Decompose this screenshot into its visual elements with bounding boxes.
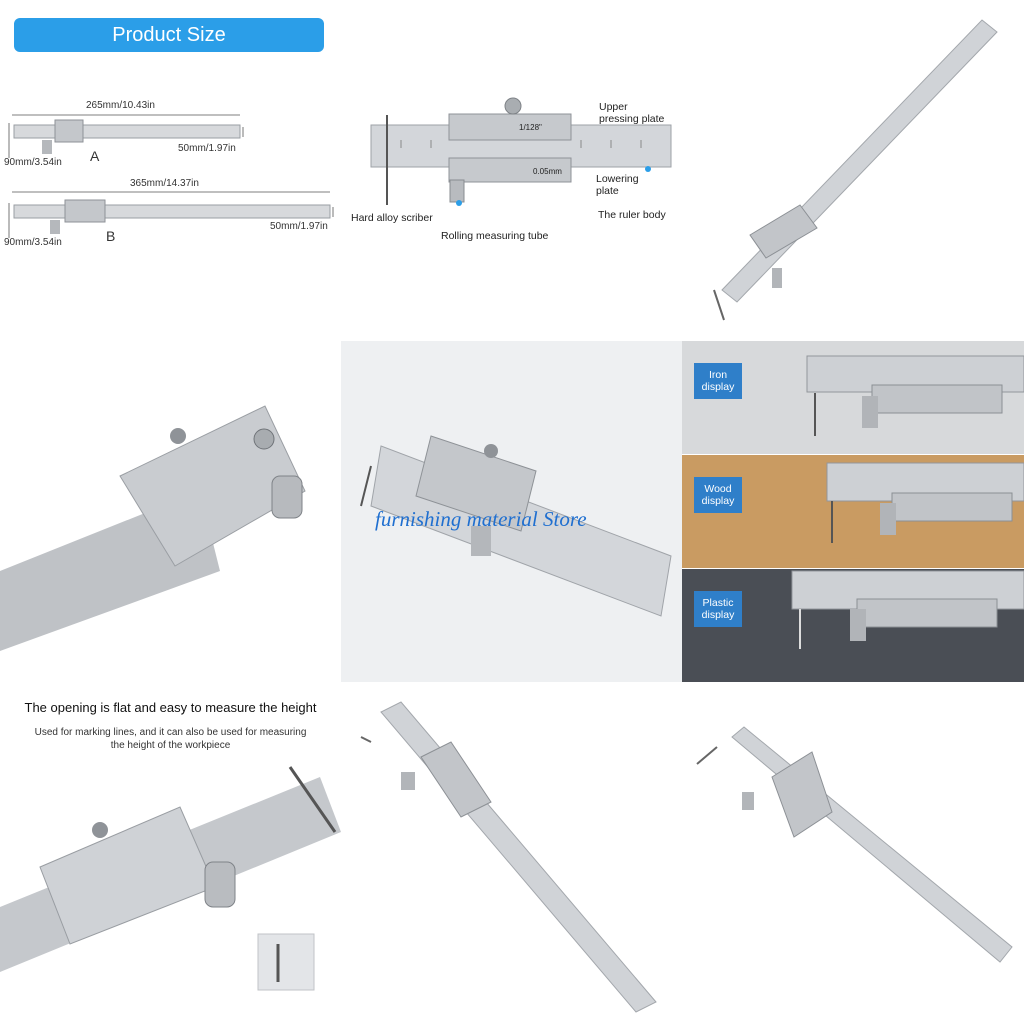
model-b-height: 90mm/3.54in — [4, 237, 62, 248]
lower-scale-mark: 0.05mm — [533, 167, 562, 176]
plastic-display-panel: Plastic display — [682, 569, 1024, 682]
iron-display-panel: Iron display — [682, 341, 1024, 454]
height-measure-image — [0, 766, 341, 991]
upper-plate-callout: Upper pressing plate — [599, 101, 665, 125]
model-a-letter: A — [90, 148, 100, 164]
scale-closeup-photo: furnishing material Store — [341, 341, 682, 682]
caliper-photo-tilted — [341, 682, 682, 1024]
store-watermark: furnishing material Store — [375, 507, 587, 531]
wood-display-tag: Wood display — [694, 477, 742, 513]
caliper-photo-image — [713, 19, 998, 321]
model-b-length: 365mm/14.37in — [130, 178, 199, 189]
product-size-tile: Product Size 265mm/10.43in 90mm/3.54in 5… — [0, 0, 341, 341]
iron-display-tag: Iron display — [694, 363, 742, 399]
size-diagram — [8, 114, 334, 238]
plastic-display-tag: Plastic display — [694, 591, 742, 627]
caliper-diagonal-2-image — [696, 726, 1013, 963]
height-measure-tile: The opening is flat and easy to measure … — [0, 682, 341, 1024]
display-comparison-tile: Iron display Wood display Plastic displa… — [682, 341, 1024, 682]
ruler-body-callout: The ruler body — [598, 209, 666, 221]
model-b-letter: B — [106, 228, 116, 244]
lower-plate-callout: Lowering plate — [596, 173, 639, 197]
parts-diagram-tile: 1/128" 0.05mm Upper pressing plate Lower… — [341, 0, 682, 341]
model-a-height: 90mm/3.54in — [4, 157, 62, 168]
caliper-parts-illustration — [370, 97, 672, 206]
scriber-callout: Hard alloy scriber — [351, 212, 433, 224]
upper-scale-mark: 1/128" — [519, 123, 542, 132]
height-panel-subtitle: Used for marking lines, and it can also … — [34, 727, 307, 751]
model-b-width: 50mm/1.97in — [270, 221, 328, 232]
slider-closeup-image — [0, 405, 306, 651]
tube-callout: Rolling measuring tube — [441, 230, 549, 242]
height-panel-title: The opening is flat and easy to measure … — [24, 700, 317, 715]
wood-display-panel: Wood display — [682, 455, 1024, 568]
caliper-tilted-image — [360, 701, 657, 1013]
product-size-badge: Product Size — [14, 18, 324, 52]
caliper-photo-diagonal — [682, 0, 1024, 341]
model-a-width: 50mm/1.97in — [178, 143, 236, 154]
scale-closeup-image — [360, 435, 672, 617]
caliper-photo-diagonal-2 — [682, 682, 1024, 1024]
slider-closeup-photo — [0, 341, 341, 682]
model-a-length: 265mm/10.43in — [86, 100, 155, 111]
